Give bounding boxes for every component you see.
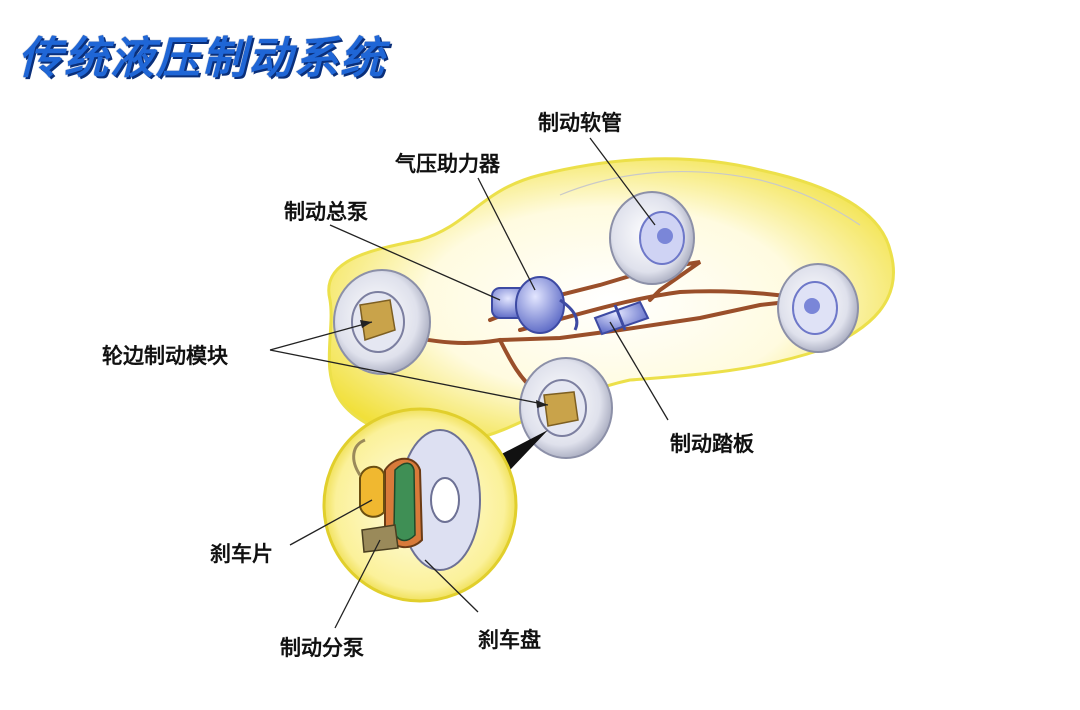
label-brake-pad: 刹车片 — [210, 542, 273, 566]
master-cylinder-and-booster — [491, 276, 579, 334]
car-roofline — [559, 171, 861, 226]
brake-pedal-part — [593, 300, 650, 336]
label-wheel-brake-module: 轮边制动模块 — [102, 344, 228, 368]
label-master-cylinder: 制动总泵 — [284, 200, 368, 224]
label-wheel-cylinder: 制动分泵 — [280, 636, 364, 660]
leader-lines — [269, 137, 669, 629]
page-title: 传统液压制动系统 — [18, 33, 386, 84]
label-brake-pedal: 制动踏板 — [670, 432, 754, 456]
zoomed-wheel-detail — [322, 407, 518, 603]
arrowhead-right-wheel — [536, 400, 548, 408]
front-left-wheel — [333, 269, 431, 375]
label-brake-disc: 刹车盘 — [478, 628, 541, 652]
rear-left-wheel — [609, 191, 695, 285]
rear-right-wheel — [777, 263, 859, 353]
arrowhead-left-wheel — [360, 320, 372, 328]
label-brake-hose: 制动软管 — [538, 111, 622, 135]
label-vacuum-booster: 气压助力器 — [395, 152, 500, 176]
